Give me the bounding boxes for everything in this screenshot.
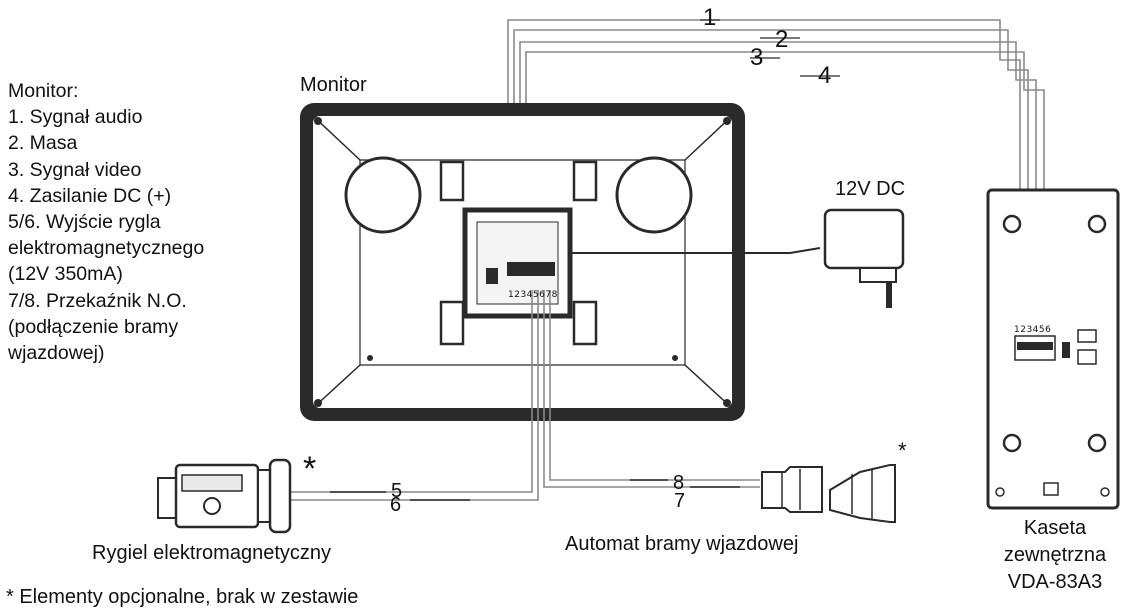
wires-1-4-dark xyxy=(700,19,840,77)
gate-label: Automat bramy wjazdowej xyxy=(565,533,799,555)
monitor-unit xyxy=(300,103,745,421)
wire-number-4: 4 xyxy=(818,62,832,89)
wire-number-3: 3 xyxy=(750,44,764,71)
legend-item: 7/8. Przekaźnik N.O. xyxy=(8,289,187,312)
legend-item: 3. Sygnał video xyxy=(8,158,142,181)
outdoor-terminal-pins: 123456 xyxy=(1014,325,1052,335)
legend-item: (podłączenie bramy xyxy=(8,315,179,338)
legend-item: (12V 350mA) xyxy=(8,263,123,286)
optional-star-lock: * xyxy=(303,450,317,488)
speaker-left xyxy=(344,156,422,234)
outdoor-unit-label: Kaseta zewnętrzna VDA-83A3 xyxy=(985,515,1125,596)
legend-item: elektromagnetycznego xyxy=(8,237,205,260)
wires-5-8-dark xyxy=(330,479,740,501)
wire-number-1: 1 xyxy=(703,4,717,31)
monitor-terminal-pins: 12345678 xyxy=(508,290,558,300)
legend-item: 1. Sygnał audio xyxy=(8,106,143,129)
gate-automat xyxy=(761,464,896,523)
outdoor-unit-label-line: Kaseta xyxy=(1023,517,1087,539)
power-adapter xyxy=(570,208,905,308)
wire-number-5: 5 xyxy=(391,480,403,502)
wires-1-4 xyxy=(507,19,1045,330)
power-label: 12V DC xyxy=(835,178,906,200)
legend-item: wjazdowej) xyxy=(8,342,105,365)
wire-number-7: 7 xyxy=(674,490,686,512)
optional-star-gate: * xyxy=(898,438,907,463)
wire-number-2: 2 xyxy=(775,26,789,53)
wire-number-8: 8 xyxy=(673,472,685,494)
lock-label: Rygiel elektromagnetyczny xyxy=(92,542,331,564)
wire-number-6: 6 xyxy=(390,494,402,516)
outdoor-unit-label-line: zewnętrzna xyxy=(1003,544,1107,566)
outdoor-unit xyxy=(986,188,1120,510)
electromagnetic-lock xyxy=(157,458,292,534)
speaker-right xyxy=(615,156,693,234)
footnote: * Elementy opcjonalne, brak w zestawie xyxy=(6,586,359,608)
legend-item: 2. Masa xyxy=(8,132,78,155)
legend-item: 5/6. Wyjście rygla xyxy=(8,211,161,234)
legend-title: Monitor: xyxy=(8,80,79,102)
legend: Monitor: 1. Sygnał audio 2. Masa 3. Sygn… xyxy=(8,78,204,366)
legend-item: 4. Zasilanie DC (+) xyxy=(8,184,172,207)
monitor-label: Monitor xyxy=(300,74,367,96)
outdoor-unit-label-line: VDA-83A3 xyxy=(1007,571,1103,593)
